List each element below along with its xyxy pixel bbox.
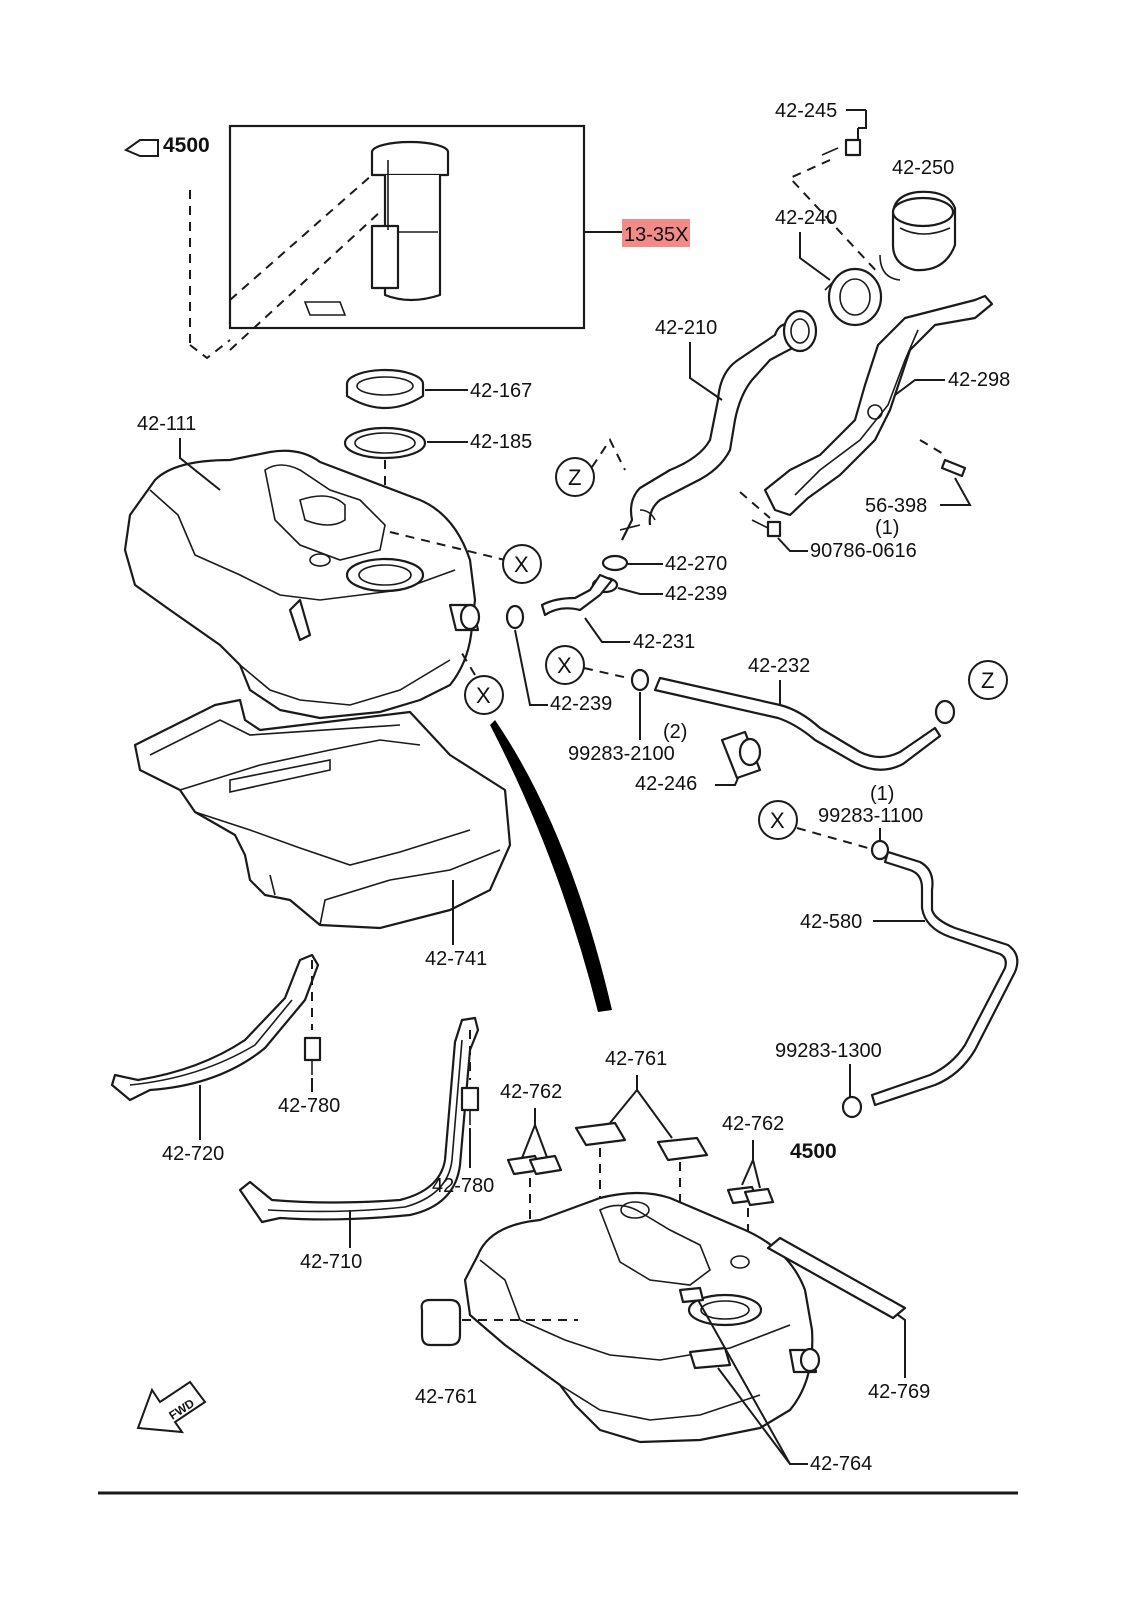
callout-42-762-left[interactable]: 42-762 — [500, 1081, 562, 1103]
callout-56-398[interactable]: 56-398 — [865, 495, 927, 517]
pad-42-761-a — [574, 1121, 627, 1147]
fwd-arrow-icon: FWD — [136, 1380, 207, 1434]
callout-42-769[interactable]: 42-769 — [868, 1381, 930, 1403]
mark-x-hose: X — [545, 645, 585, 685]
svg-text:X: X — [514, 552, 529, 577]
mark-x-breather: X — [758, 800, 798, 840]
strap-42-710 — [238, 1016, 480, 1224]
callout-42-232[interactable]: 42-232 — [748, 655, 810, 677]
strap-42-720 — [110, 953, 320, 1102]
clamp-42-270 — [601, 554, 629, 572]
callout-42-761-left[interactable]: 42-761 — [415, 1386, 477, 1408]
callout-42-761-top[interactable]: 42-761 — [605, 1048, 667, 1070]
highlight-badge — [622, 219, 690, 247]
hose-42-232 — [653, 676, 956, 771]
callout-99283-1100[interactable]: 99283-1100 — [818, 805, 923, 827]
callout-42-762-right[interactable]: 42-762 — [722, 1113, 784, 1135]
callout-4500-top[interactable]: 4500 — [163, 134, 210, 157]
svg-text:X: X — [476, 683, 491, 708]
mark-x-lower: X — [464, 675, 504, 715]
pad-42-769 — [766, 1236, 907, 1320]
callout-42-780-b[interactable]: 42-780 — [432, 1175, 494, 1197]
callout-42-239-a[interactable]: 42-239 — [665, 583, 727, 605]
pad-42-762-b — [726, 1185, 775, 1207]
bolt-90786-0616 — [751, 519, 782, 538]
fuel-pump-assembly — [189, 124, 586, 360]
callout-42-167[interactable]: 42-167 — [470, 380, 532, 402]
callout-90786-0616[interactable]: 90786-0616 — [810, 540, 917, 562]
callout-42-231[interactable]: 42-231 — [633, 631, 695, 653]
callout-99283-1300[interactable]: 99283-1300 — [775, 1040, 882, 1062]
tank-guard — [133, 698, 512, 930]
breather-hose-42-580 — [870, 850, 1019, 1107]
callout-42-239-b[interactable]: 42-239 — [550, 693, 612, 715]
filler-neck — [619, 309, 818, 541]
callout-42-780-a[interactable]: 42-780 — [278, 1095, 340, 1117]
callout-42-720[interactable]: 42-720 — [162, 1143, 224, 1165]
pad-42-761-left — [420, 1298, 462, 1347]
bolt-42-780-a — [303, 1036, 322, 1075]
callout-42-710[interactable]: 42-710 — [300, 1251, 362, 1273]
callout-42-185[interactable]: 42-185 — [470, 431, 532, 453]
clamp-99283-1300 — [841, 1095, 863, 1119]
callout-42-111[interactable]: 42-111 — [137, 413, 196, 435]
qty-56-398: (1) — [875, 517, 899, 539]
callout-42-250[interactable]: 42-250 — [892, 157, 954, 179]
lock-ring-42-167 — [345, 368, 425, 410]
bolt-42-245 — [821, 109, 867, 157]
fuel-tank — [123, 449, 481, 720]
clamp-99283-2100 — [630, 668, 650, 692]
filler-cap — [879, 190, 957, 281]
callout-42-764[interactable]: 42-764 — [810, 1453, 872, 1475]
svg-text:Z: Z — [981, 668, 994, 693]
svg-text:X: X — [557, 653, 572, 678]
filler-protector — [763, 294, 994, 517]
callout-42-298[interactable]: 42-298 — [948, 369, 1010, 391]
hose-42-231 — [540, 573, 614, 617]
clamp-42-239-b — [505, 604, 525, 630]
clamp-99283-1100 — [870, 839, 890, 861]
svg-text:Z: Z — [568, 465, 581, 490]
bolt-42-780-b — [460, 1086, 480, 1125]
mark-z-upper: Z — [555, 457, 595, 497]
callout-4500-bottom[interactable]: 4500 — [790, 1140, 837, 1163]
fuel-tank-assembled — [463, 1191, 821, 1444]
gasket-42-185 — [343, 426, 427, 460]
callout-99283-2100[interactable]: 99283-2100 — [568, 743, 675, 765]
filler-cap-holder — [824, 267, 883, 327]
callout-42-270[interactable]: 42-270 — [665, 553, 727, 575]
grommet-42-246 — [720, 730, 762, 780]
clip-56-398 — [940, 458, 967, 478]
qty-99283-1100: (1) — [870, 783, 894, 805]
callout-42-240[interactable]: 42-240 — [775, 207, 837, 229]
callout-42-245[interactable]: 42-245 — [775, 100, 837, 122]
callout-42-246[interactable]: 42-246 — [635, 773, 697, 795]
callout-42-580[interactable]: 42-580 — [800, 911, 862, 933]
mark-z-right: Z — [968, 660, 1008, 700]
qty-99283-2100: (2) — [663, 721, 687, 743]
ref-arrow-icon — [123, 139, 159, 157]
svg-text:X: X — [770, 808, 785, 833]
callout-42-210[interactable]: 42-210 — [655, 317, 717, 339]
callout-13-35x[interactable]: 13-35X — [624, 224, 689, 246]
mark-x-tank: X — [502, 544, 542, 584]
pad-42-762-a — [506, 1154, 563, 1176]
pad-42-761-b — [656, 1136, 709, 1162]
callout-42-741[interactable]: 42-741 — [425, 948, 487, 970]
assembly-arrow-icon — [490, 720, 612, 1012]
